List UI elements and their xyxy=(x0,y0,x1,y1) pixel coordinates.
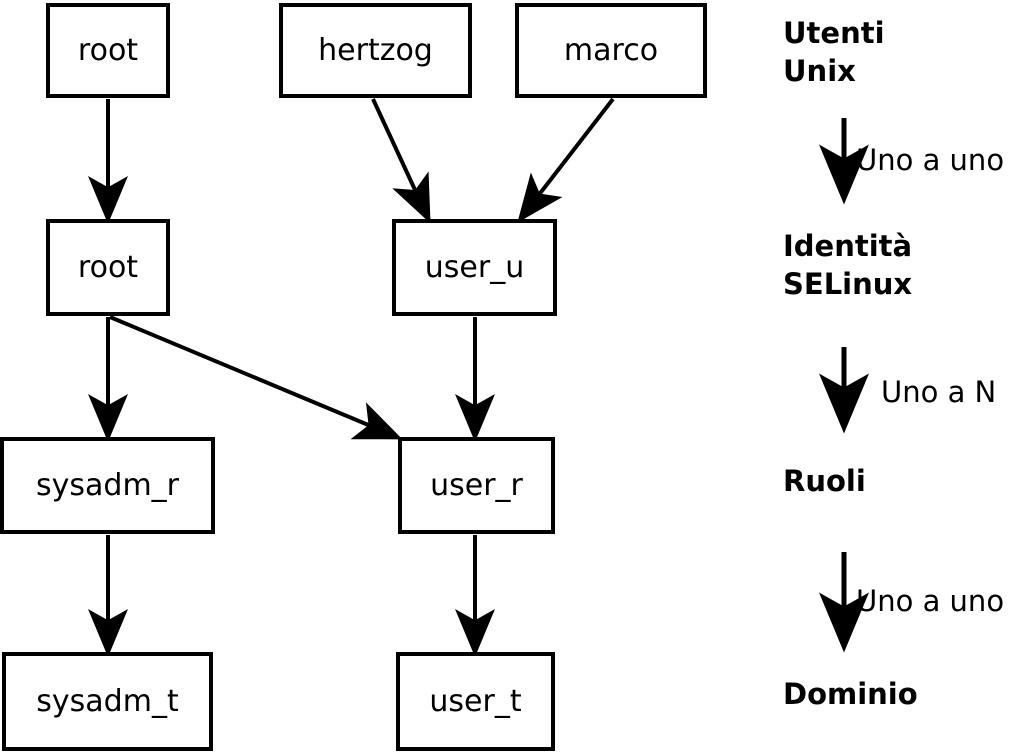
graph-edges xyxy=(88,97,615,657)
node-unix-hertzog[interactable]: hertzog xyxy=(279,3,472,98)
node-domain-sysadm-t[interactable]: sysadm_t xyxy=(2,652,213,751)
node-role-sysadm-r[interactable]: sysadm_r xyxy=(0,437,215,534)
node-role-user-r[interactable]: user_r xyxy=(398,437,555,534)
legend-cardinality-one-to-one-bottom: Uno a uno xyxy=(856,584,1005,618)
node-unix-root[interactable]: root xyxy=(46,3,170,98)
legend-level-dominio: Dominio xyxy=(783,677,918,711)
legend-level-identita-selinux: Identità SELinux xyxy=(783,229,913,301)
edge-sel_root-to-role_user xyxy=(109,315,403,440)
legend-cardinality-one-to-n: Uno a N xyxy=(881,375,997,409)
legend-level-utenti-unix: Utenti Unix xyxy=(783,16,885,88)
legend-level-ruoli: Ruoli xyxy=(783,464,866,498)
node-selinux-identity-root[interactable]: root xyxy=(46,219,170,316)
legend-cardinality-one-to-one-top: Uno a uno xyxy=(856,143,1005,177)
node-unix-marco[interactable]: marco xyxy=(515,3,707,98)
node-domain-user-t[interactable]: user_t xyxy=(396,652,555,751)
edge-unix_marco-to-sel_user_u xyxy=(517,97,615,223)
edge-unix_hertzog-to-sel_user_u xyxy=(371,98,431,224)
node-selinux-identity-user-u[interactable]: user_u xyxy=(392,219,557,316)
